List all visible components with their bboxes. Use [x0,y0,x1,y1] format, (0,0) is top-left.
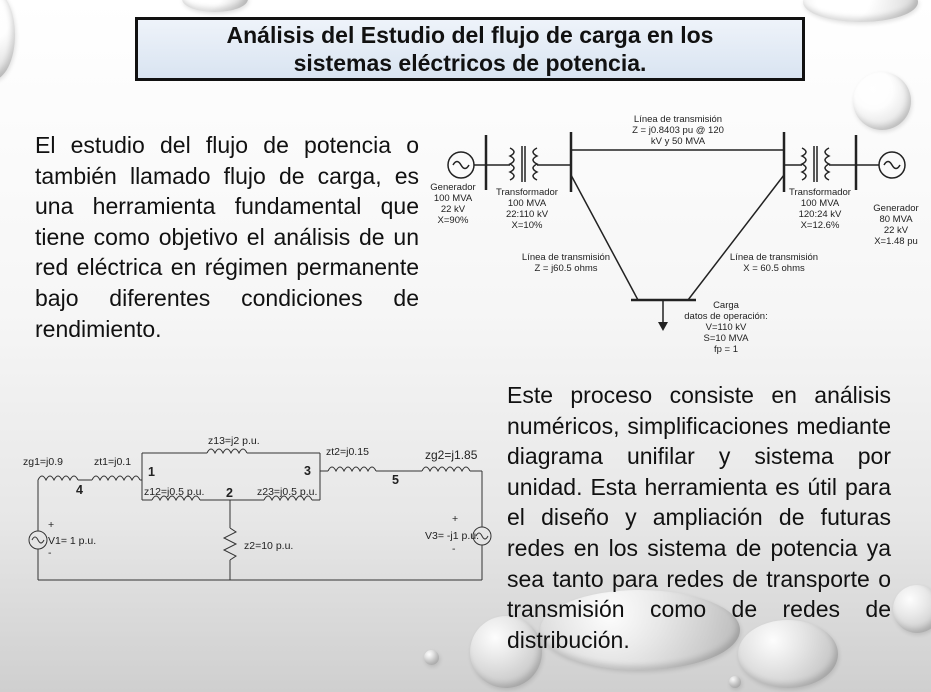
gen-right-label-2: 80 MVA [879,214,913,225]
z13-inductor [206,448,248,455]
v3-plus-sign: + [452,513,458,525]
v3-label: V3= -j1 p.u. [425,530,479,542]
line-right-label-2: X = 60.5 ohms [743,263,805,274]
tr-right-label-3: 120:24 kV [799,209,842,220]
title-box: Análisis del Estudio del flujo de carga … [135,17,805,81]
gen-left-label-4: X=90% [438,215,469,226]
zg1-inductor [37,475,79,482]
load-label-4: S=10 MVA [704,333,750,344]
node-3-label: 3 [304,464,311,478]
line-top-label-1: Línea de transmisión [634,114,722,125]
node-1-label: 1 [148,465,155,479]
v3-source-symbol [472,526,492,546]
v3-minus-sign: - [452,543,456,555]
gen-right-label-3: 22 kV [884,225,909,236]
title-line-2: sistemas eléctricos de potencia. [293,50,647,76]
tr-left-label-4: X=10% [512,220,543,231]
gen-right-label-4: X=1.48 pu [874,236,918,247]
load-arrow-icon [658,322,668,331]
v1-minus-sign: - [48,547,52,559]
one-line-diagram: Línea de transmisión Z = j0.8403 pu @ 12… [430,114,918,355]
zg2-label: zg2=j1.85 [425,448,478,462]
gen-left-label-2: 100 MVA [434,193,473,204]
water-drop-decoration [893,585,931,633]
gen-left-label-3: 22 kV [441,204,466,215]
z12-inductor [151,495,201,502]
title-line-1: Análisis del Estudio del flujo de carga … [226,22,714,48]
line-right-label-1: Línea de transmisión [730,252,818,263]
water-drop-decoration [182,0,248,12]
zt2-label: zt2=j0.15 [326,446,369,458]
zg1-label: zg1=j0.9 [23,456,63,468]
water-drop-decoration [470,616,542,688]
water-drop-decoration [853,72,911,130]
zt1-inductor [91,475,141,482]
node-4-label: 4 [76,483,83,497]
v1-plus-sign: + [48,519,54,531]
water-drop-decoration [803,0,918,22]
tr-left-label-2: 100 MVA [508,198,547,209]
transformer-right-symbol [784,146,856,182]
load-label-3: V=110 kV [706,322,747,333]
zg2-inductor [421,466,471,473]
water-drop-decoration [424,650,439,665]
node-5-label: 5 [392,473,399,487]
tr-left-label-1: Transformador [496,187,558,198]
z2-label: z2=10 p.u. [244,540,293,552]
tr-left-label-3: 22:110 kV [506,209,549,220]
z23-label: z23=j0.5 p.u. [257,486,317,498]
generator-right-symbol [878,151,906,179]
z2-resistor [222,527,238,561]
gen-left-label-1: Generador [430,182,475,193]
line-left-label-1: Línea de transmisión [522,252,610,263]
tr-right-label-4: X=12.6% [801,220,840,231]
line-left-label-2: Z = j60.5 ohms [534,263,597,274]
load-label-5: fp = 1 [714,344,738,355]
v1-source-symbol [28,530,48,550]
load-label-2: datos de operación: [684,311,767,322]
load-label-1: Carga [713,300,740,311]
water-drop-decoration [738,620,838,688]
process-paragraph: Este proceso consiste en análisis numéri… [507,382,891,653]
tr-right-label-2: 100 MVA [801,198,840,209]
gen-right-label-1: Generador [873,203,918,214]
zt1-label: zt1=j0.1 [94,456,131,468]
water-drop-decoration [729,676,741,688]
node-2-label: 2 [226,486,233,500]
water-drop-decoration [0,0,15,80]
z23-inductor [263,495,313,502]
line-top-label-2: Z = j0.8403 pu @ 120 [632,125,724,136]
z12-label: z12=j0.5 p.u. [144,486,204,498]
tr-right-label-1: Transformador [789,187,851,198]
line-top-label-3: kV y 50 MVA [651,136,706,147]
v1-label: V1= 1 p.u. [48,535,96,547]
z13-label: z13=j2 p.u. [208,435,260,447]
water-drop-decoration [540,590,740,670]
intro-paragraph: El estudio del flujo de potencia o tambi… [35,132,419,342]
zt2-inductor [327,466,377,473]
transformer-left-symbol [504,146,553,182]
impedance-diagram: zg1=j0.9 zt1=j0.1 z13=j2 p.u. zt2=j0.15 … [23,435,492,581]
